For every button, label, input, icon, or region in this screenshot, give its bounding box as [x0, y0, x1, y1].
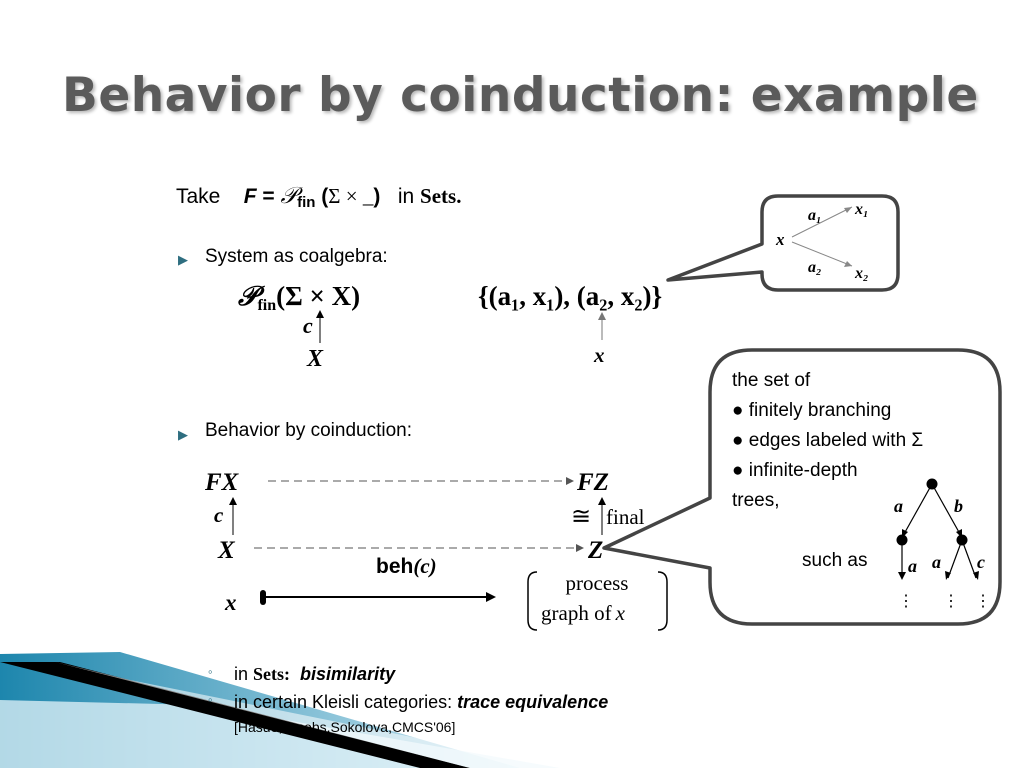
- bubble-line-4: ● infinite-depth: [732, 460, 858, 481]
- elem-x-label: x: [224, 590, 237, 615]
- sub-bullet-sets-category: Sets:: [253, 664, 291, 684]
- sub-bullet-trace-equivalence: trace equivalence: [457, 692, 609, 712]
- bullet-arrow-icon: ▶: [178, 427, 188, 442]
- tree-label-aa: a: [908, 556, 917, 576]
- category-sets: Sets.: [420, 184, 462, 208]
- x-node: X: [217, 537, 236, 564]
- take-word: Take: [176, 185, 221, 208]
- iso-symbol: ≅: [571, 504, 591, 530]
- slide-title: Behavior by coinduction: example: [62, 68, 979, 123]
- paren-close: ): [373, 185, 381, 208]
- arrow-label-c: c: [303, 313, 313, 338]
- graph-of-var: x: [615, 601, 626, 625]
- bubble-line-1: the set of: [732, 370, 811, 391]
- sub-bullet-bisimilarity: bisimilarity: [300, 664, 396, 684]
- lts-label-a2: a₂: [808, 259, 822, 276]
- tree-dots-3: ⋮: [975, 593, 991, 610]
- arrow-c-label: c: [214, 503, 224, 527]
- fz-node: FZ: [576, 469, 609, 496]
- sub-bullet-marker: ◦: [208, 664, 213, 679]
- sub-bullet-marker: ◦: [208, 692, 213, 707]
- tree-callout-bubble: [602, 348, 1002, 626]
- bullet-arrow-icon: ▶: [178, 252, 188, 267]
- tree-label-ba: a: [932, 552, 941, 572]
- bubble-line-3: ● edges labeled with Σ: [732, 430, 924, 451]
- functor-definition: Take F = 𝒫fin (Σ × _) in Sets.: [176, 183, 461, 211]
- lts-callout-box: [666, 194, 900, 292]
- tree-label-a: a: [894, 496, 903, 516]
- tree-label-b: b: [954, 496, 963, 516]
- codomain-fin-subscript: fin: [257, 297, 276, 314]
- bullet-system-as-coalgebra: System as coalgebra:: [205, 246, 388, 267]
- bracket-left: [527, 571, 538, 631]
- tree-dots-2: ⋮: [943, 593, 959, 610]
- svg-text:beh(c): beh(c): [376, 554, 437, 578]
- bubble-line-2: ● finitely branching: [732, 400, 892, 421]
- lts-target-x2: x₂: [854, 265, 869, 282]
- in-word: in: [397, 185, 415, 208]
- bracket-right: [657, 571, 668, 631]
- bubble-such-as: such as: [802, 550, 868, 571]
- sub-bullet-kleisli-prefix: in certain Kleisli categories:: [234, 692, 453, 712]
- tree-dots-1: ⋮: [898, 593, 914, 610]
- beh-label: beh: [376, 555, 413, 578]
- beh-argument: (c): [413, 554, 436, 578]
- graph-of-label: graph of: [541, 601, 612, 625]
- coalgebra-value: {(a₁, x₁), (a₂, x₂)}: [478, 281, 662, 311]
- lts-label-a1: a₁: [808, 207, 822, 224]
- process-label: process: [566, 571, 629, 595]
- equals-sign: =: [262, 185, 275, 208]
- pfin-subscript: fin: [297, 194, 316, 211]
- domain-x: X: [306, 346, 324, 372]
- z-node: Z: [587, 537, 603, 564]
- lts-source-x: x: [775, 230, 785, 249]
- sub-bullet-sets: in Sets: bisimilarity: [234, 664, 395, 685]
- bullet-behavior-by-coinduction: Behavior by coinduction:: [205, 420, 413, 441]
- sigma-times: Σ × _: [328, 184, 374, 208]
- codomain-rest: (Σ × X): [276, 281, 360, 311]
- bubble-line-5: trees,: [732, 490, 780, 511]
- sub-bullet-sets-prefix: in: [234, 664, 249, 684]
- pfin-symbol: 𝒫: [280, 183, 298, 208]
- lts-target-x1: x₁: [854, 201, 869, 218]
- svg-text:graph ofx: graph ofx: [541, 601, 626, 625]
- element-x: x: [593, 343, 605, 367]
- functor-name: F: [243, 185, 257, 208]
- tree-label-bc: c: [977, 552, 985, 572]
- fx-node: FX: [204, 469, 240, 496]
- sub-bullet-kleisli: in certain Kleisli categories: trace equ…: [234, 692, 608, 713]
- citation: [Hasuo,Jacobs,Sokolova,CMCS'06]: [234, 719, 456, 735]
- final-label: final: [606, 505, 645, 529]
- paren-open: (: [321, 185, 329, 208]
